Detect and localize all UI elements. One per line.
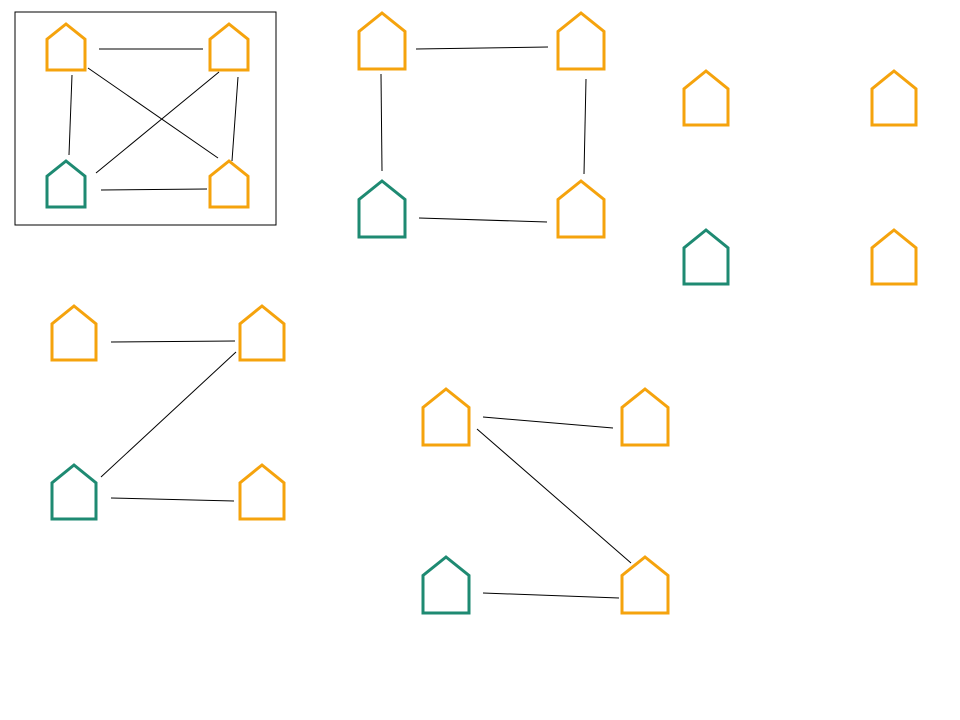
graph-frame: [14, 11, 277, 226]
house-bl: [45, 159, 87, 209]
house-icon: [421, 555, 471, 615]
empty-graph: [682, 69, 918, 286]
house-tl: [421, 387, 471, 447]
house-icon: [45, 159, 87, 209]
house-bl: [357, 179, 407, 239]
house-icon: [50, 463, 98, 521]
house-icon: [357, 11, 407, 71]
house-tl: [50, 304, 98, 362]
house-icon: [208, 159, 250, 209]
house-tr: [620, 387, 670, 447]
edge-bl-br: [110, 497, 235, 502]
edge-tl-tr: [110, 340, 236, 343]
house-bl: [682, 228, 730, 286]
path-graph-b: [421, 387, 670, 615]
edge-bl-br: [418, 217, 548, 223]
cycle-graph: [357, 11, 606, 239]
house-icon: [50, 304, 98, 362]
edge-tl-bl: [68, 74, 73, 156]
house-icon: [870, 69, 918, 127]
house-bl: [50, 463, 98, 521]
edge-tl-tr: [415, 46, 549, 50]
house-icon: [238, 463, 286, 521]
house-icon: [238, 304, 286, 362]
edge-tl-br: [476, 428, 632, 564]
house-br: [870, 228, 918, 286]
house-bl: [421, 555, 471, 615]
house-br: [238, 463, 286, 521]
house-icon: [620, 555, 670, 615]
house-tr: [556, 11, 606, 71]
edge-tr-br: [583, 78, 587, 175]
edge-tl-tr: [482, 416, 614, 429]
edge-tr-bl: [95, 71, 220, 174]
house-icon: [620, 387, 670, 447]
house-icon: [556, 11, 606, 71]
path-graph-a: [50, 304, 286, 521]
house-tl: [45, 22, 87, 72]
edge-tr-br: [231, 76, 239, 162]
house-icon: [682, 228, 730, 286]
house-tl: [682, 69, 730, 127]
house-icon: [357, 179, 407, 239]
edge-bl-br: [482, 592, 620, 599]
house-br: [620, 555, 670, 615]
complete-graph: [14, 11, 277, 226]
house-icon: [556, 179, 606, 239]
edge-tl-bl: [380, 73, 383, 172]
edge-tr-bl: [100, 351, 237, 478]
house-tr: [208, 22, 250, 72]
house-icon: [682, 69, 730, 127]
house-tr: [238, 304, 286, 362]
house-icon: [45, 22, 87, 72]
edge-tl-br: [87, 67, 219, 159]
house-icon: [870, 228, 918, 286]
house-icon: [208, 22, 250, 72]
house-br: [556, 179, 606, 239]
house-icon: [421, 387, 471, 447]
edge-bl-br: [100, 188, 208, 191]
house-tl: [357, 11, 407, 71]
house-tr: [870, 69, 918, 127]
house-br: [208, 159, 250, 209]
